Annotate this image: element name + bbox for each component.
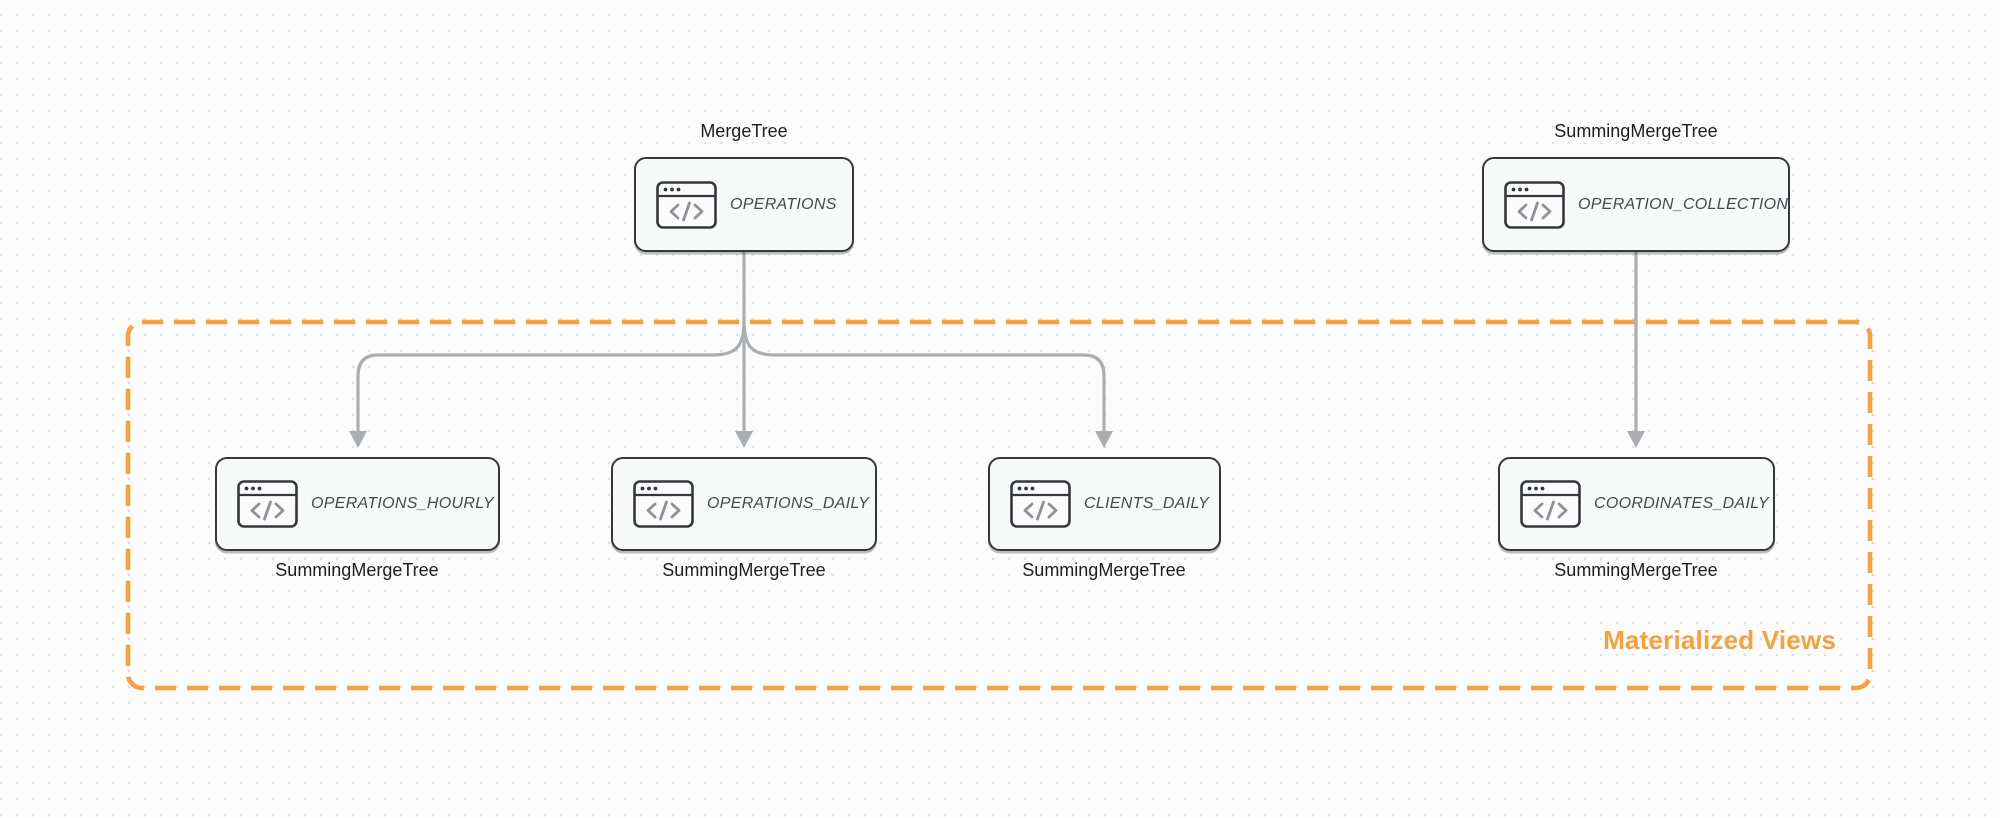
node-clients-daily[interactable]: CLIENTS_DAILY: [988, 457, 1221, 551]
code-window-icon: [1504, 180, 1565, 229]
code-window-icon: [1010, 480, 1071, 528]
materialized-views-group-outline: [125, 319, 1873, 691]
engine-label-operations-hourly: SummingMergeTree: [275, 560, 439, 580]
node-operations-hourly[interactable]: OPERATIONS_HOURLY: [215, 457, 500, 551]
node-title: COORDINATES_DAILY: [1594, 495, 1769, 512]
code-window-icon: [633, 480, 694, 528]
code-window-icon: [656, 180, 717, 229]
arrowhead-operations-daily: [735, 431, 753, 448]
node-title: OPERATIONS: [730, 195, 837, 213]
node-coordinates-daily[interactable]: COORDINATES_DAILY: [1498, 457, 1775, 551]
node-title: CLIENTS_DAILY: [1084, 495, 1210, 512]
edge-operations-to-operations-hourly: [356, 321, 746, 432]
node-title: OPERATIONS_DAILY: [707, 495, 870, 512]
code-window-icon: [237, 480, 298, 528]
node-operation-collection[interactable]: OPERATION_COLLECTION: [1482, 157, 1790, 252]
engine-label-operations-daily: SummingMergeTree: [662, 560, 826, 580]
engine-label-coordinates-daily: SummingMergeTree: [1554, 560, 1718, 580]
arrowhead-operations-hourly: [349, 431, 367, 448]
node-title: OPERATIONS_HOURLY: [311, 495, 494, 512]
engine-label-operations: MergeTree: [700, 121, 788, 141]
node-operations-daily[interactable]: OPERATIONS_DAILY: [611, 457, 877, 551]
arrowhead-clients-daily: [1095, 431, 1113, 448]
engine-label-operation-collection: SummingMergeTree: [1554, 121, 1718, 141]
engine-label-clients-daily: SummingMergeTree: [1022, 560, 1186, 580]
materialized-views-caption: Materialized Views: [1603, 625, 1836, 655]
node-title: OPERATION_COLLECTION: [1578, 195, 1789, 213]
arrowhead-coordinates-daily: [1627, 431, 1645, 448]
code-window-icon: [1520, 480, 1581, 528]
edge-operations-to-clients-daily: [742, 321, 1106, 432]
node-operations[interactable]: OPERATIONS: [634, 157, 854, 252]
